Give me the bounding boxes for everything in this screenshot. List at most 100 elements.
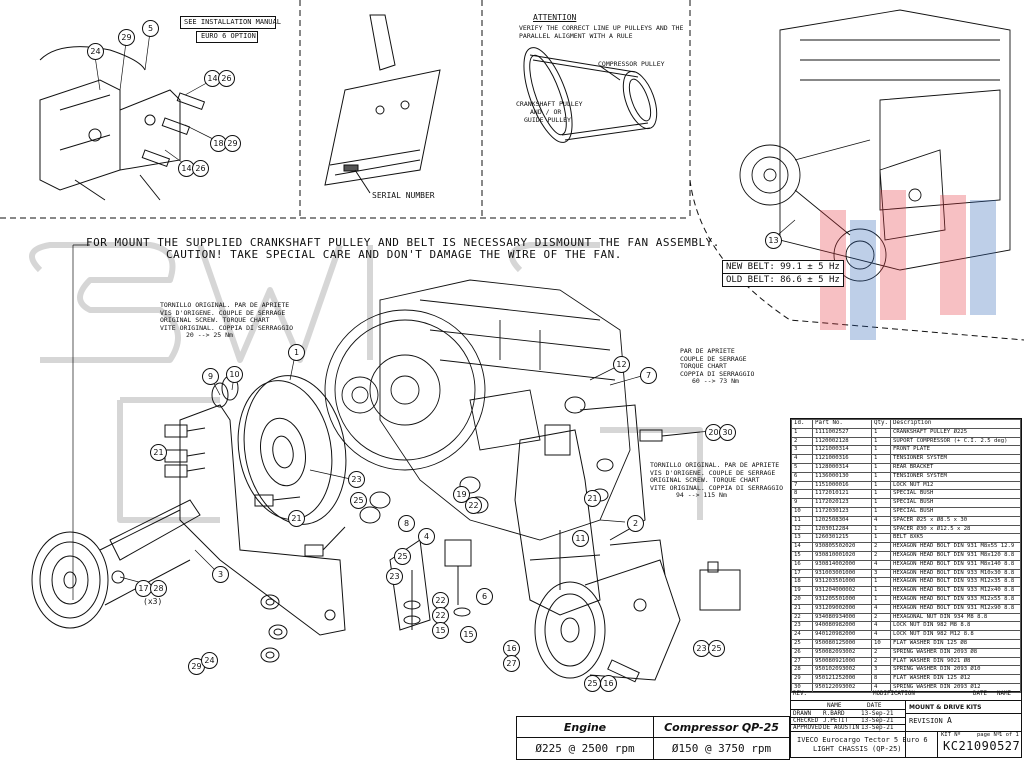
part-qty: 4 bbox=[871, 603, 891, 614]
part-qty: 1 bbox=[871, 471, 891, 482]
part-qty: 1 bbox=[871, 506, 891, 517]
part-id: 24 bbox=[791, 630, 813, 640]
x3-label: (x3) bbox=[143, 597, 163, 606]
part-id: 3 bbox=[791, 445, 813, 456]
part-description: SPRING WASHER DIN 2093 Ø10 bbox=[889, 665, 1022, 676]
part-description: HEXAGON HEAD BOLT DIN 931 M8x140 8.8 bbox=[889, 559, 1022, 570]
part-number: 950082093002 bbox=[812, 647, 872, 658]
part-number: 950122093002 bbox=[812, 682, 872, 693]
callout-23: 23 bbox=[386, 568, 403, 585]
revision-letter: A bbox=[947, 716, 952, 725]
callout-2: 2 bbox=[627, 515, 644, 532]
part-qty: 1 bbox=[871, 577, 891, 588]
crankshaft-pulley-label-1: CRANKSHAFT PULLEY bbox=[516, 100, 583, 108]
part-qty: 2 bbox=[871, 612, 891, 623]
callout-25: 25 bbox=[584, 675, 601, 692]
part-id: 12 bbox=[791, 524, 813, 535]
part-number: 1151000016 bbox=[812, 480, 872, 491]
leader-lines bbox=[72, 31, 796, 600]
part-description: HEXAGON HEAD BOLT DIN 931 M12x90 8.8 bbox=[889, 603, 1022, 614]
part-qty: 1 bbox=[871, 436, 891, 447]
part-number: 1172020123 bbox=[812, 498, 872, 508]
part-qty: 10 bbox=[871, 638, 891, 649]
part-qty: 3 bbox=[871, 665, 891, 676]
part-qty: 1 bbox=[871, 498, 891, 508]
part-qty: 1 bbox=[871, 533, 891, 544]
part-id: 29 bbox=[791, 674, 813, 684]
part-description: SPECIAL BUSH bbox=[889, 489, 1022, 500]
part-description: HEXAGONAL NUT DIN 934 M8 8.8 bbox=[889, 612, 1022, 623]
part-description: TENSIONER SYSTEM bbox=[889, 454, 1022, 464]
page-label: page Nº bbox=[977, 732, 1001, 738]
drawn-date: 13-Sep-21 bbox=[861, 710, 894, 717]
drawn-name: R.BARD bbox=[823, 710, 845, 717]
compressor bbox=[534, 539, 741, 683]
rev-name-label: NAME bbox=[997, 691, 1011, 697]
part-number: 1121000314 bbox=[812, 445, 872, 456]
part-qty: 1 bbox=[871, 454, 891, 464]
page-value: 1 of 1 bbox=[999, 732, 1019, 738]
caution-note: CAUTION! TAKE SPECIAL CARE AND DON'T DAM… bbox=[166, 248, 622, 261]
callout-11: 11 bbox=[572, 530, 589, 547]
callout-23: 23 bbox=[348, 471, 365, 488]
engine-value: Ø225 @ 2500 rpm bbox=[535, 742, 635, 755]
drawn-label: DRAWN bbox=[793, 710, 812, 717]
callout-6: 6 bbox=[476, 588, 493, 605]
checked-name: J.PETIT bbox=[823, 717, 849, 724]
parts-table-header: Id. Part No. Qty. Description bbox=[791, 419, 1022, 429]
callout-26: 26 bbox=[192, 160, 209, 177]
part-id: 23 bbox=[791, 621, 813, 632]
part-description: BELT 8XK5 bbox=[889, 533, 1022, 544]
part-number: 930805502020 bbox=[812, 542, 872, 552]
logo-watermark bbox=[820, 190, 996, 340]
part-description: LOCK NUT DIN 982 M8 8.8 bbox=[889, 621, 1022, 632]
part-number: 940080982000 bbox=[812, 621, 872, 632]
front-plate bbox=[179, 404, 346, 636]
pulley-alignment-sketch bbox=[523, 47, 658, 143]
kit-no-label: KIT Nº bbox=[941, 732, 961, 738]
part-number: 1120002128 bbox=[812, 436, 872, 447]
part-number: 1121000316 bbox=[812, 454, 872, 464]
part-number: 931204000002 bbox=[812, 586, 872, 596]
callout-13: 13 bbox=[765, 232, 782, 249]
part-id: 25 bbox=[791, 638, 813, 649]
callout-25: 25 bbox=[708, 640, 725, 657]
part-qty: 2 bbox=[871, 656, 891, 667]
callout-4: 4 bbox=[418, 528, 435, 545]
callout-24: 24 bbox=[87, 43, 104, 60]
part-description: HEXAGON HEAD BOLT DIN 933 M12x40 8.8 bbox=[889, 586, 1022, 596]
part-description: SPECIAL BUSH bbox=[889, 498, 1022, 508]
checked-date: 13-Sep-21 bbox=[861, 717, 894, 724]
euro-option-note: EURO 6 OPTION bbox=[201, 32, 256, 40]
part-number: 931003001000 bbox=[812, 568, 872, 579]
part-qty: 1 bbox=[871, 445, 891, 456]
callout-16: 16 bbox=[503, 640, 520, 657]
part-number: 1260301215 bbox=[812, 533, 872, 544]
part-description: HEXAGON HEAD BOLT DIN 933 M12x35 8.8 bbox=[889, 577, 1022, 588]
part-id: 15 bbox=[791, 550, 813, 561]
callout-19: 19 bbox=[453, 486, 470, 503]
part-id: 19 bbox=[791, 586, 813, 596]
kit-type: MOUNT & DRIVE KITS bbox=[909, 704, 982, 711]
part-description: SUPORT COMPRESSOR (+ C.I. 2.5 deg) bbox=[889, 436, 1022, 447]
callout-27: 27 bbox=[503, 655, 520, 672]
part-qty: 4 bbox=[871, 630, 891, 640]
callout-12: 12 bbox=[613, 356, 630, 373]
part-number: 950080921000 bbox=[812, 656, 872, 667]
part-description: CRANKSHAFT PULLEY Ø225 bbox=[889, 427, 1022, 438]
part-description: FLAT WASHER DIN 125 Ø8 bbox=[889, 638, 1022, 649]
part-id: 10 bbox=[791, 506, 813, 517]
